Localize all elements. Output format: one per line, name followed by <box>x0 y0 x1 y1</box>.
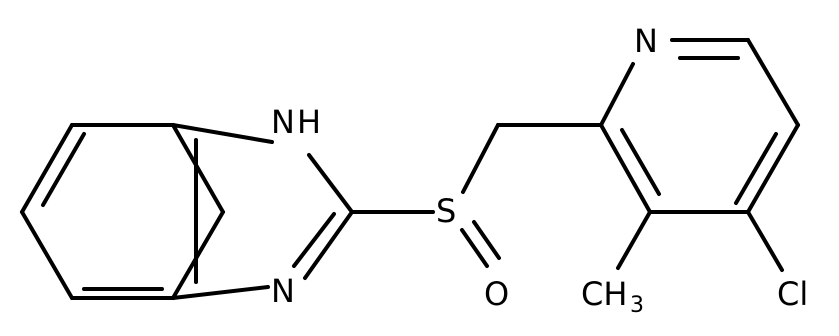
bond <box>746 123 800 214</box>
bond <box>616 210 652 270</box>
bond <box>171 123 274 144</box>
bond <box>461 123 500 194</box>
double-bond-inner <box>41 132 86 207</box>
bond <box>307 153 354 214</box>
bond <box>460 228 489 268</box>
double-bond-inner <box>620 128 661 196</box>
bond <box>171 285 270 300</box>
bond <box>599 123 652 214</box>
nh-hydrogen: H <box>297 103 321 141</box>
double-bond-inner <box>734 132 778 205</box>
methyl-subscript: 3 <box>630 293 644 318</box>
bond <box>746 210 784 272</box>
nh-nitrogen: N <box>271 103 295 141</box>
imidazole-ring <box>171 123 354 300</box>
bond <box>746 38 800 127</box>
sulfoxide-group <box>350 123 501 268</box>
oxygen-atom: O <box>484 275 509 313</box>
bond <box>20 210 74 300</box>
double-bond-inner <box>292 212 336 268</box>
bond <box>303 210 354 280</box>
bond <box>472 220 501 260</box>
pyridine-nitrogen: N <box>634 22 658 60</box>
methyl-label: CH <box>581 275 627 313</box>
benzene-ring <box>20 123 225 300</box>
imine-nitrogen: N <box>271 272 295 310</box>
sulfur-atom: S <box>436 192 456 230</box>
pyridine-ring <box>599 38 800 214</box>
chlorine-atom: Cl <box>777 275 808 313</box>
bond <box>599 62 635 127</box>
bond <box>20 123 74 214</box>
